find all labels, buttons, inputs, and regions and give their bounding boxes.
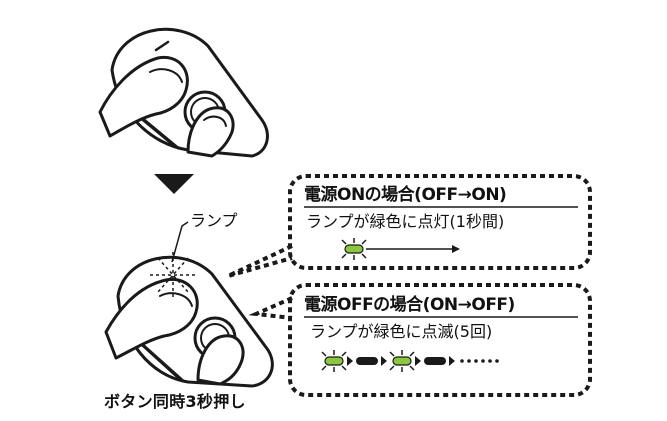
step-arrow-icon	[415, 356, 421, 366]
power-off-description: ランプが緑色に点滅(5回)	[310, 322, 493, 341]
down-arrow-icon	[154, 174, 194, 194]
step-arrow-icon	[347, 356, 353, 366]
bottom-hand-illustration	[104, 255, 274, 388]
continuation-dots	[460, 359, 499, 363]
power-on-description: ランプが緑色に点灯(1秒間)	[306, 212, 505, 231]
lamp-off-icon	[356, 357, 378, 365]
lamp-leader-line	[171, 221, 189, 263]
callout-power-on	[227, 174, 592, 278]
power-on-title: 電源ONの場合(OFF→ON)	[304, 185, 507, 205]
lamp-lit-icon	[341, 238, 367, 260]
step-label: ボタン同時3秒押し	[104, 392, 246, 411]
top-hand-illustration	[98, 27, 269, 158]
power-off-title: 電源OFFの場合(ON→OFF)	[304, 295, 515, 315]
callout-power-off	[248, 283, 592, 397]
arrow-head-icon	[452, 245, 460, 253]
off-blink-sequence	[321, 350, 499, 372]
lamp-off-icon	[424, 357, 446, 365]
step-arrow-icon	[381, 356, 387, 366]
lamp-lit-icon	[321, 350, 347, 372]
lamp-label: ランプ	[190, 211, 238, 230]
on-lamp-sequence	[341, 238, 460, 260]
step-arrow-icon	[449, 356, 455, 366]
lamp-lit-icon	[389, 350, 415, 372]
